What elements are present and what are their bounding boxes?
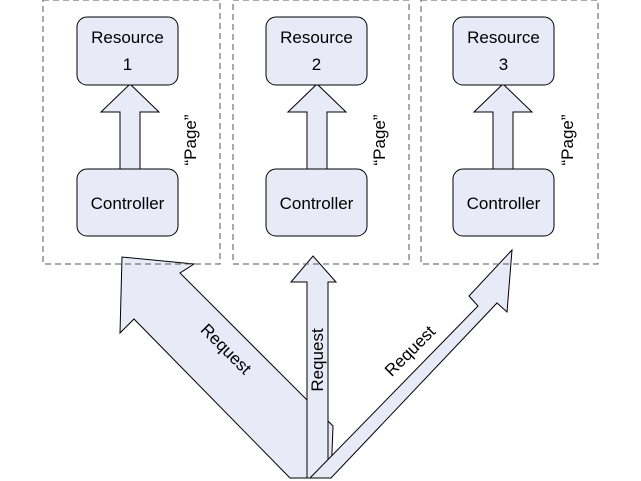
resource-1-number: 1 — [123, 55, 132, 74]
page-label-3: “Page” — [558, 114, 577, 165]
controller-3-box — [452, 168, 555, 237]
page-label-1: “Page” — [181, 114, 200, 165]
resource-2-label: Resource — [280, 28, 353, 47]
resource-3-box — [452, 16, 555, 86]
resource-3-label: Resource — [467, 28, 540, 47]
resource-3-number: 3 — [499, 55, 508, 74]
request-arrow-left — [119, 256, 334, 479]
page-arrow-1 — [99, 83, 161, 171]
page-arrow-2 — [286, 83, 348, 171]
page-arrow-3 — [472, 83, 534, 171]
resource-1-label: Resource — [91, 28, 164, 47]
controller-1-box — [76, 168, 179, 237]
group-3-boundary — [420, 0, 599, 265]
resource-2-number: 2 — [312, 55, 321, 74]
request-arrow-center — [289, 255, 338, 479]
controller-3-label: Controller — [467, 194, 541, 213]
group-3: Resource 3 Controller “Page” — [420, 0, 599, 265]
page-label-2: “Page” — [370, 114, 389, 165]
controller-1-label: Controller — [91, 194, 165, 213]
request-label-center: Request — [308, 328, 327, 392]
group-1-boundary — [42, 0, 221, 265]
controller-2-box — [265, 168, 368, 237]
controller-2-label: Controller — [280, 194, 354, 213]
resource-2-box — [265, 16, 368, 86]
request-arrows — [119, 248, 513, 479]
resource-1-box — [76, 16, 179, 86]
group-1: Resource 1 Controller “Page” — [42, 0, 221, 265]
request-arrow-right — [308, 248, 513, 479]
group-2: Resource 2 Controller “Page” — [232, 0, 410, 265]
